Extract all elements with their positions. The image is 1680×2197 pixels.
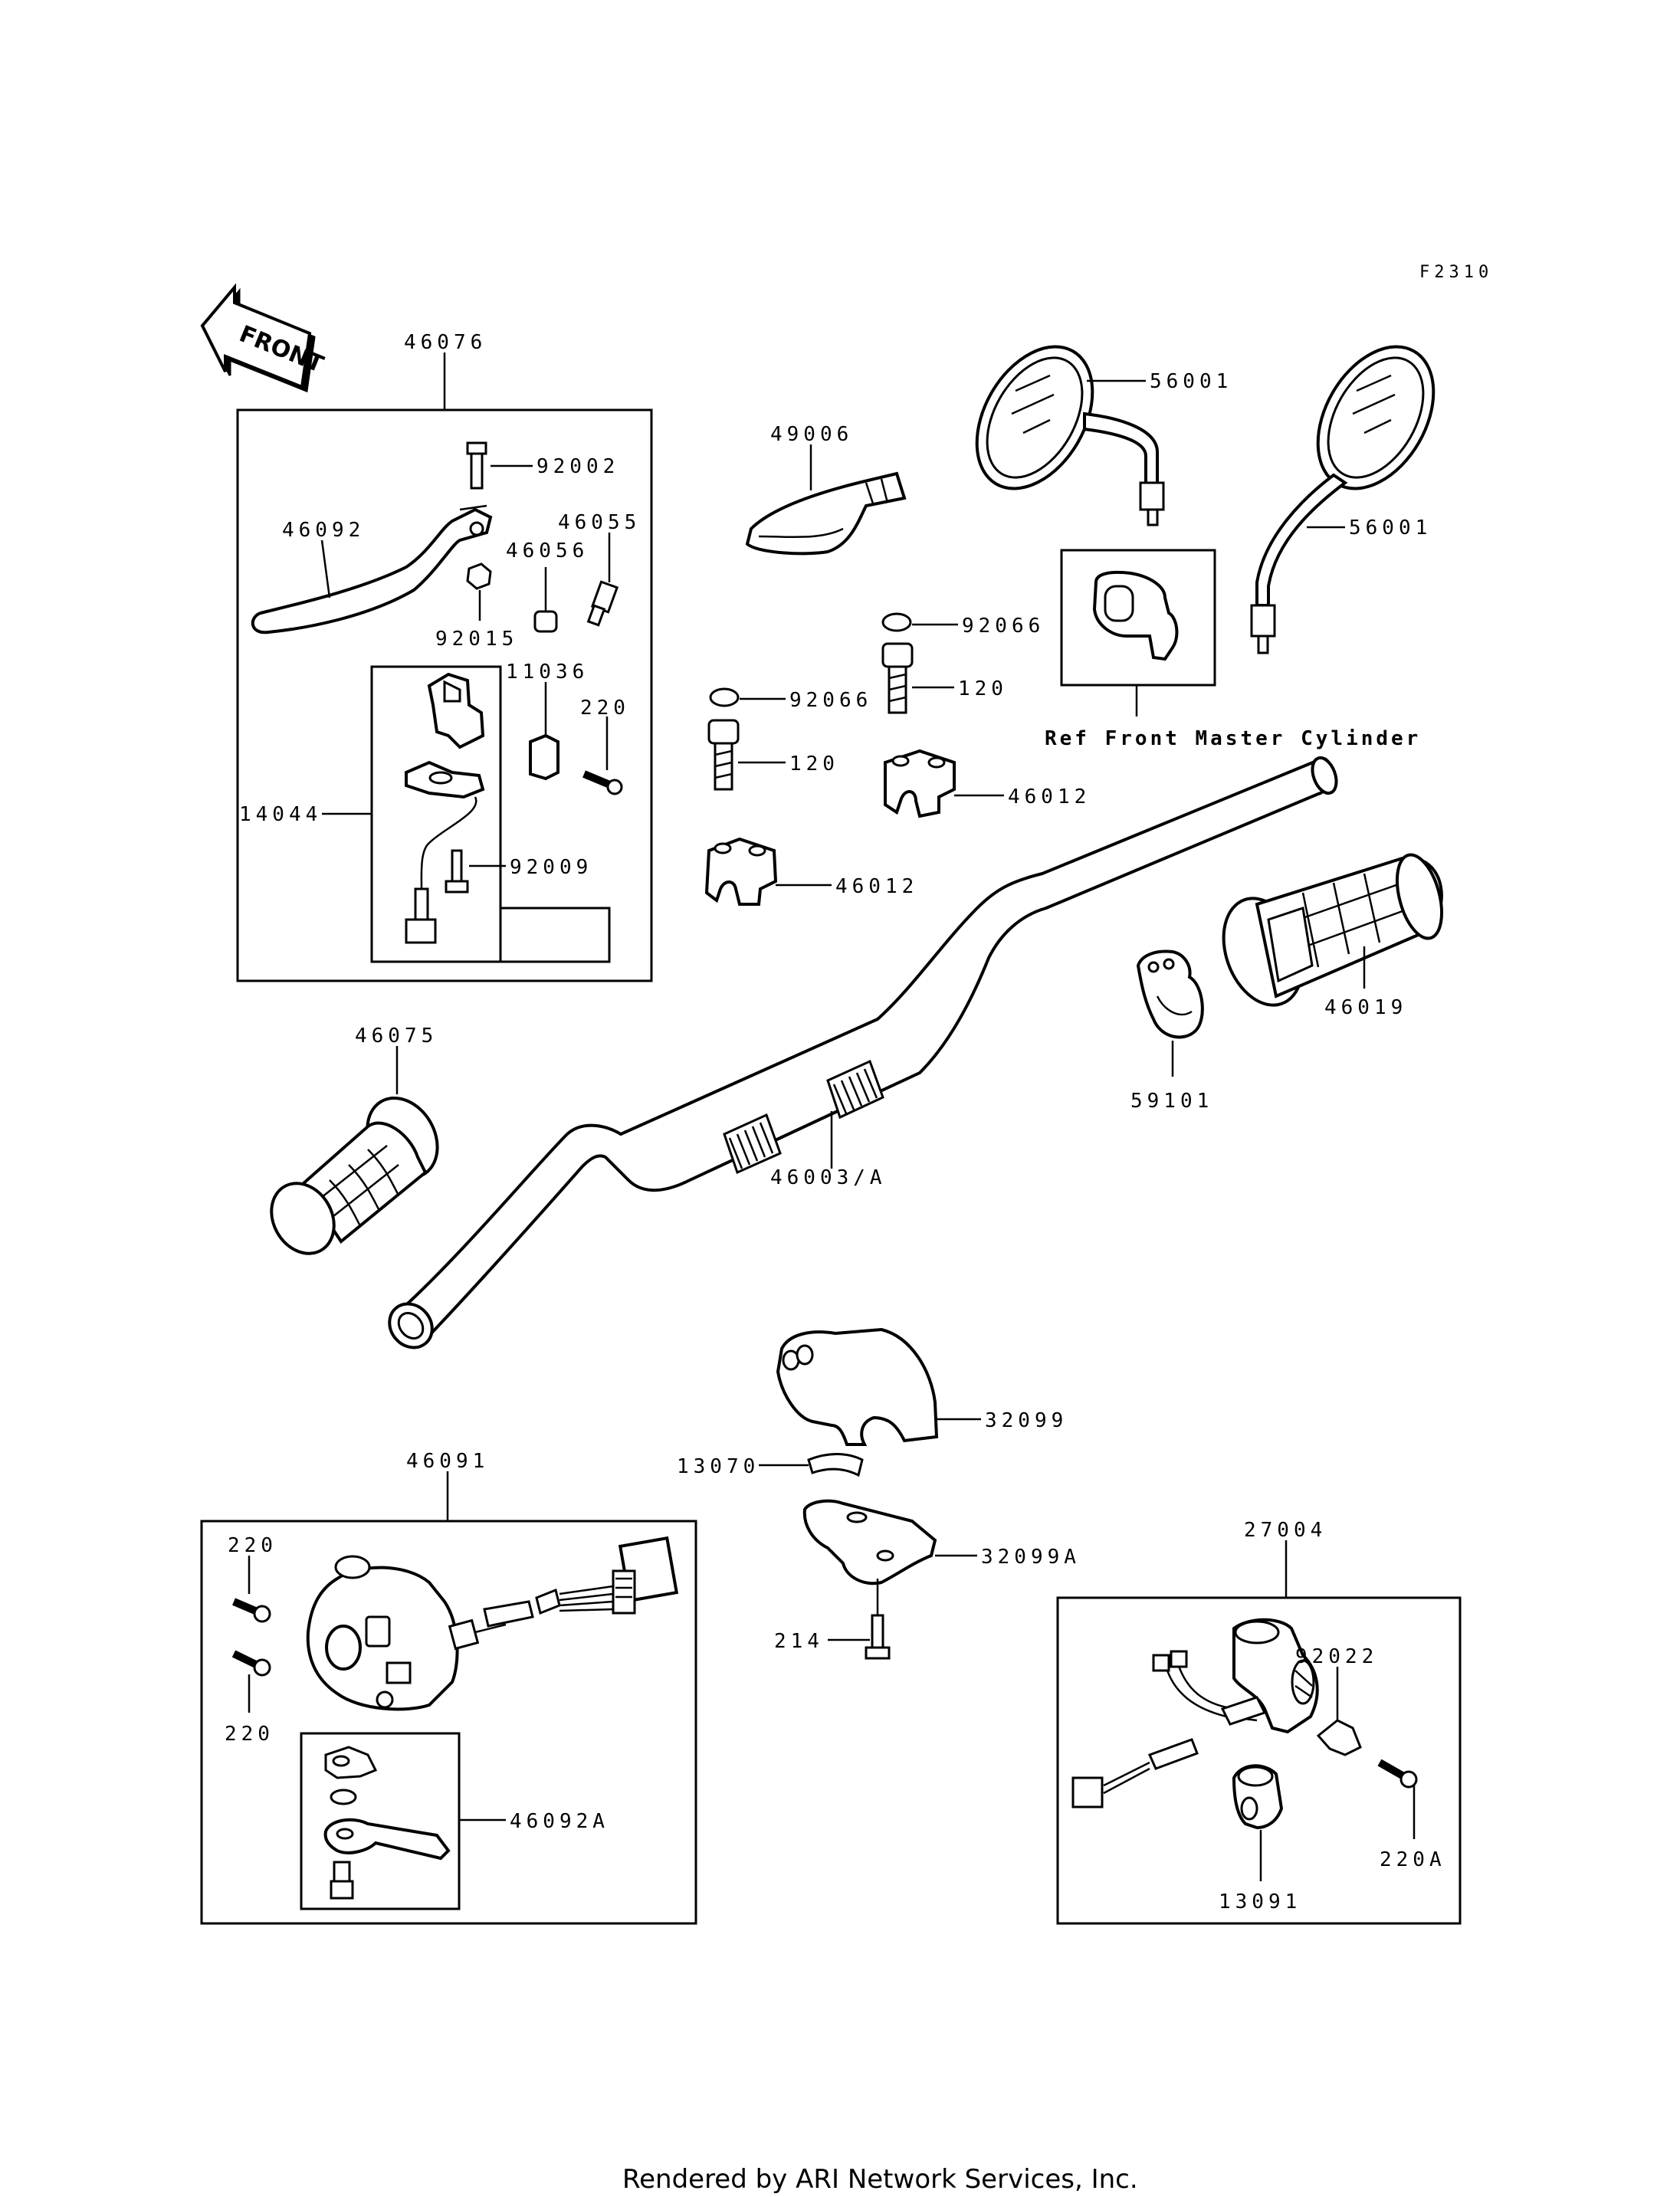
handlebar-knurl-left xyxy=(723,1113,782,1175)
label-56001-upper: 56001 xyxy=(1150,370,1232,393)
handlebar-icon xyxy=(396,756,1334,1342)
handlebar-holder-46012-upper-icon xyxy=(884,749,956,818)
reference-box xyxy=(1060,549,1216,687)
bolt-92002-icon xyxy=(466,441,487,490)
switch-housing-13091-icon xyxy=(1232,1764,1284,1830)
lever-bracket-icon xyxy=(427,672,485,749)
label-46091: 46091 xyxy=(406,1450,489,1473)
label-14044: 14044 xyxy=(239,803,322,826)
label-59101: 59101 xyxy=(1130,1090,1213,1113)
right-switch-wiring-icon xyxy=(1071,1650,1267,1808)
clip-92022-icon xyxy=(1316,1719,1362,1756)
hand-guard-49006-group: 49006 xyxy=(745,423,907,556)
label-13091: 13091 xyxy=(1219,1890,1301,1913)
reference-note: Ref Front Master Cylinder xyxy=(1045,727,1421,750)
group-box-46092A xyxy=(300,1732,461,1910)
clutch-lever-assembly-group: 46076 92002 46092 92015 46056 xyxy=(236,331,653,982)
screw-92009-icon xyxy=(445,849,469,894)
label-46075: 46075 xyxy=(355,1025,438,1048)
group-box-27004 xyxy=(1056,1596,1462,1925)
label-56001-lower: 56001 xyxy=(1349,516,1432,539)
throttle-case-32099-icon xyxy=(776,1327,939,1446)
label-27004: 27004 xyxy=(1244,1519,1327,1542)
label-220A: 220A xyxy=(1380,1848,1446,1871)
screw-220A-icon xyxy=(1377,1759,1418,1789)
label-32099: 32099 xyxy=(985,1409,1068,1432)
right-grip-46019-group: 46019 59101 xyxy=(1130,853,1443,1113)
front-master-cylinder-reference: Ref Front Master Cylinder xyxy=(1045,549,1421,750)
left-grip-46075-group: 46075 xyxy=(270,1025,439,1255)
figure-id: F2310 xyxy=(1419,263,1493,282)
label-92015: 92015 xyxy=(435,628,518,651)
label-46076: 46076 xyxy=(404,331,487,354)
label-92022: 92022 xyxy=(1295,1645,1378,1668)
washer-92066-lower-icon xyxy=(709,687,740,707)
front-arrow-icon: FRONT xyxy=(200,283,327,393)
choke-lever-46092A-icon xyxy=(323,1746,451,1900)
throttle-case-group: 32099 13070 32099A 214 xyxy=(677,1327,1081,1660)
label-92066-lower: 92066 xyxy=(789,689,872,712)
engine-stop-switch-icon xyxy=(1232,1618,1319,1734)
label-13070: 13070 xyxy=(677,1455,760,1478)
left-switch-wiring-icon xyxy=(483,1536,679,1628)
label-120-upper: 120 xyxy=(958,677,1008,700)
right-switch-assembly-group: 27004 92022 xyxy=(1056,1519,1462,1925)
label-120-lower: 120 xyxy=(789,753,839,776)
label-214: 214 xyxy=(774,1630,824,1653)
label-220-switch-upper: 220 xyxy=(228,1534,277,1557)
label-11036: 11036 xyxy=(506,661,589,684)
screw-220-left-lower-icon xyxy=(231,1650,271,1677)
washer-92066-upper-icon xyxy=(881,612,912,632)
nut-92015-icon xyxy=(466,562,492,590)
handlebar-knurl-right xyxy=(826,1059,884,1120)
bracket-11036-icon xyxy=(529,733,559,781)
bolt-120-lower-icon xyxy=(707,719,740,791)
label-46019: 46019 xyxy=(1324,996,1407,1019)
label-92009: 92009 xyxy=(510,856,592,879)
screw-214-icon xyxy=(865,1614,891,1660)
label-46003A: 46003/A xyxy=(770,1166,887,1189)
screw-220-left-upper-icon xyxy=(232,1598,271,1623)
hand-guard-49006-icon xyxy=(745,471,907,556)
mirror-right-56001-group: 56001 xyxy=(1250,345,1436,654)
mirror-left-56001-group: 56001 xyxy=(975,345,1232,526)
left-switch-assembly-group: 46091 xyxy=(200,1450,697,1925)
label-220-upper: 220 xyxy=(580,697,630,720)
handlebar-holder-46012-lower-icon xyxy=(704,837,778,906)
handlebar-46003-group: 46003/A xyxy=(388,756,1338,1349)
left-grip-pattern xyxy=(313,1145,400,1227)
cable-guide-13070-icon xyxy=(807,1453,864,1477)
label-46056: 46056 xyxy=(506,539,589,562)
label-220-switch-lower: 220 xyxy=(225,1723,274,1746)
label-92002: 92002 xyxy=(536,455,619,478)
clamp-hardware-group: 92066 120 92066 120 xyxy=(704,612,1091,906)
adjuster-46055-icon xyxy=(586,580,619,627)
throttle-case-32099A-icon xyxy=(802,1499,937,1585)
clutch-lever-46092-icon xyxy=(251,507,493,635)
label-92066-upper: 92066 xyxy=(962,615,1045,638)
label-46012-lower: 46012 xyxy=(835,875,918,898)
group-box-46091 xyxy=(200,1520,697,1925)
label-49006: 49006 xyxy=(770,423,853,446)
label-46092: 46092 xyxy=(282,519,365,542)
clutch-switch-icon xyxy=(405,760,485,944)
label-32099A: 32099A xyxy=(981,1546,1081,1569)
screw-220-icon xyxy=(582,770,623,795)
label-46012-upper: 46012 xyxy=(1008,785,1091,808)
label-46055: 46055 xyxy=(558,511,641,534)
washer-46056-icon xyxy=(533,610,558,633)
label-46092A: 46092A xyxy=(510,1810,609,1833)
left-handlebar-switch-icon xyxy=(306,1555,507,1711)
bolt-120-upper-icon xyxy=(881,642,914,714)
footer-credit: Rendered by ARI Network Services, Inc. xyxy=(622,2164,1138,2195)
throttle-collar-59101-icon xyxy=(1136,949,1204,1039)
